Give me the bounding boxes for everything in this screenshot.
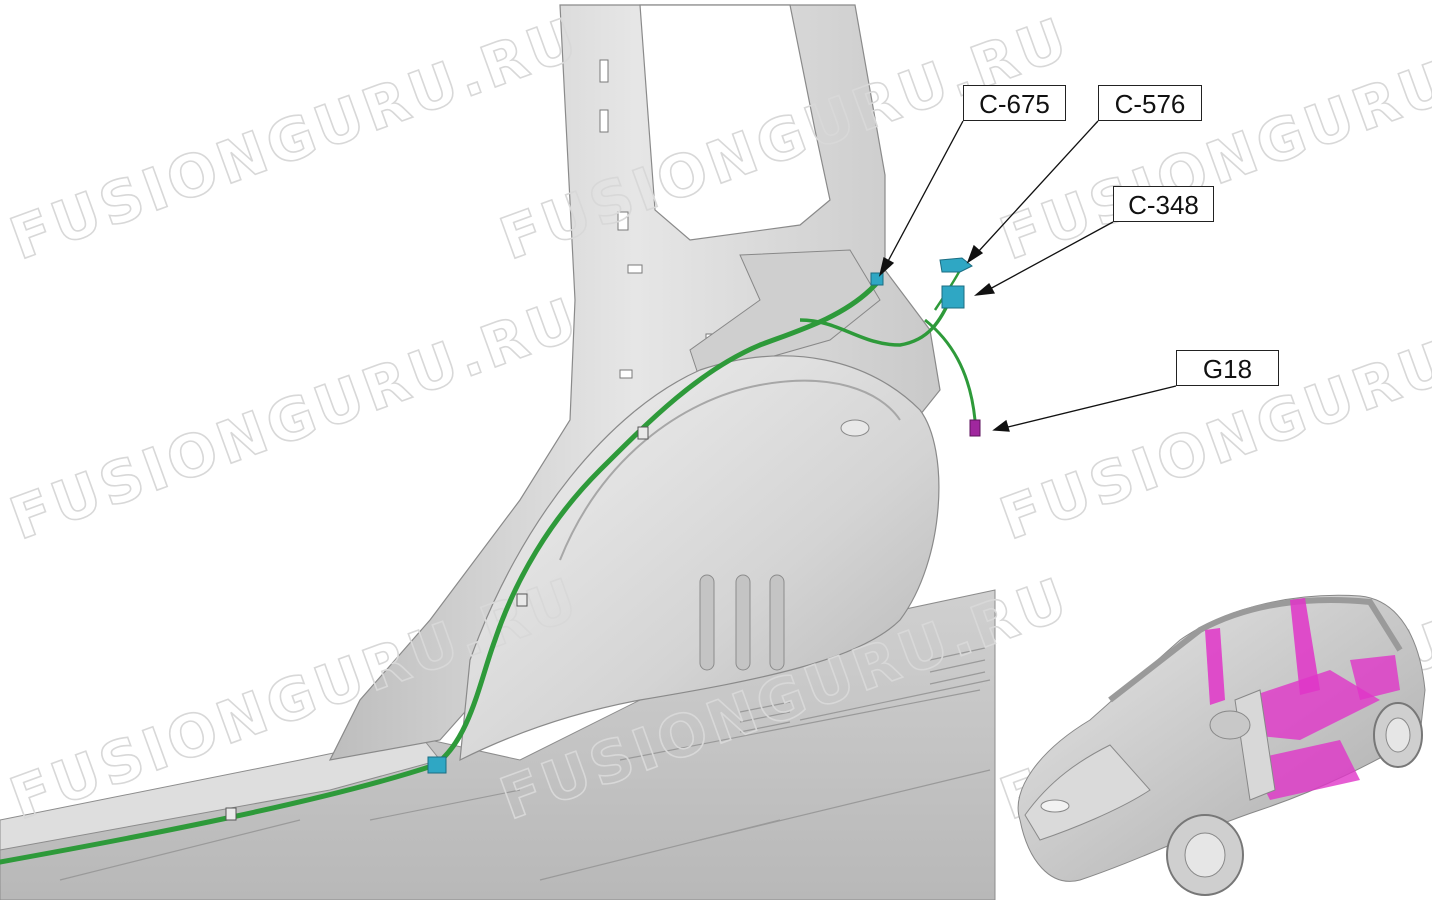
car-hood [1024,744,1151,841]
ground-g18 [969,419,981,437]
floor-connector [427,756,447,774]
connector-c675 [870,272,884,286]
callout-g18: G18 [1176,350,1279,386]
wiring-harness [0,257,981,865]
watermark-text: FUSIONGURU.RU [2,284,589,553]
wheel-arch [459,355,940,762]
leader-lines [878,120,1177,432]
harness-main [0,279,881,865]
highlight-pillar [1205,628,1225,705]
connector-c348 [941,285,965,309]
body-structure [0,4,996,900]
car-roof-frame [1108,597,1403,703]
callout-c576: C-576 [1098,85,1202,121]
headlamp [1040,799,1070,813]
watermark-text: FUSIONGURU.RU [992,284,1432,553]
highlight-rear-pillar [1290,598,1320,695]
arch-bump [840,419,870,437]
arch-ribs [699,574,785,671]
callout-c675: C-675 [963,85,1066,121]
window-opening [639,4,831,241]
highlight-floor-front [1250,740,1360,800]
highlight-rear-arch [1350,655,1400,700]
car-body [1017,594,1426,882]
harness-ground-branch [924,318,977,421]
vehicle-location-thumbnail [1017,594,1426,896]
seat [1209,710,1251,740]
highlight-floor [1240,670,1380,740]
callout-c348: C-348 [1113,186,1214,222]
harness-branch [799,299,952,347]
connector-c576 [939,257,973,273]
